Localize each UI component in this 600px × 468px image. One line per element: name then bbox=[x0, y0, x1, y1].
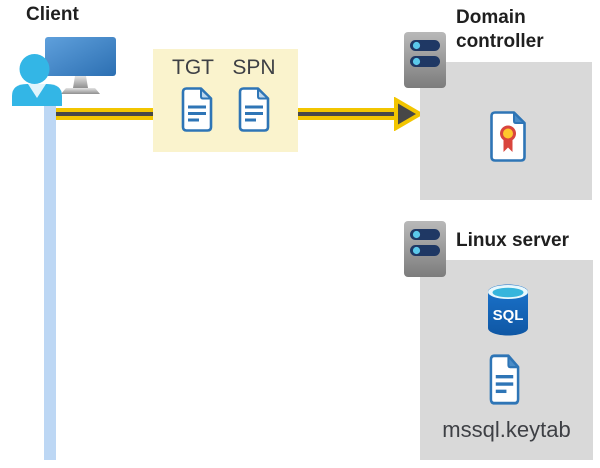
fold-corner bbox=[257, 88, 269, 100]
tgt-label: TGT bbox=[172, 56, 214, 79]
spn-document-icon bbox=[238, 87, 270, 132]
domain-controller-server-icon bbox=[404, 32, 446, 88]
tgt-document-icon bbox=[181, 87, 213, 132]
monitor-screen bbox=[45, 37, 116, 76]
monitor-base bbox=[61, 88, 100, 94]
client-lifeline bbox=[44, 93, 56, 460]
rosette-center bbox=[503, 128, 513, 139]
client-computer-icon bbox=[12, 37, 116, 106]
ribbon-tails bbox=[503, 138, 513, 152]
domain-controller-label: Domain controller bbox=[456, 7, 544, 52]
certificate-icon bbox=[490, 111, 526, 162]
arrow-head bbox=[394, 97, 424, 131]
keytab-document-icon bbox=[489, 354, 520, 405]
monitor-neck bbox=[73, 76, 88, 88]
person-collar bbox=[28, 84, 46, 98]
fold-corner bbox=[200, 88, 212, 100]
spn-label: SPN bbox=[232, 56, 276, 79]
linux-server-label: Linux server bbox=[456, 230, 569, 251]
fold-corner bbox=[513, 112, 526, 124]
person-head bbox=[19, 54, 50, 84]
fold-corner bbox=[507, 355, 520, 369]
keytab-file-label: mssql.keytab bbox=[442, 417, 571, 442]
linux-server-icon bbox=[404, 221, 446, 277]
sql-label: SQL bbox=[493, 307, 524, 324]
client-label: Client bbox=[26, 4, 79, 25]
ticket-box bbox=[153, 49, 298, 152]
sql-database-icon: SQL bbox=[488, 284, 528, 336]
cylinder-top bbox=[492, 287, 524, 298]
